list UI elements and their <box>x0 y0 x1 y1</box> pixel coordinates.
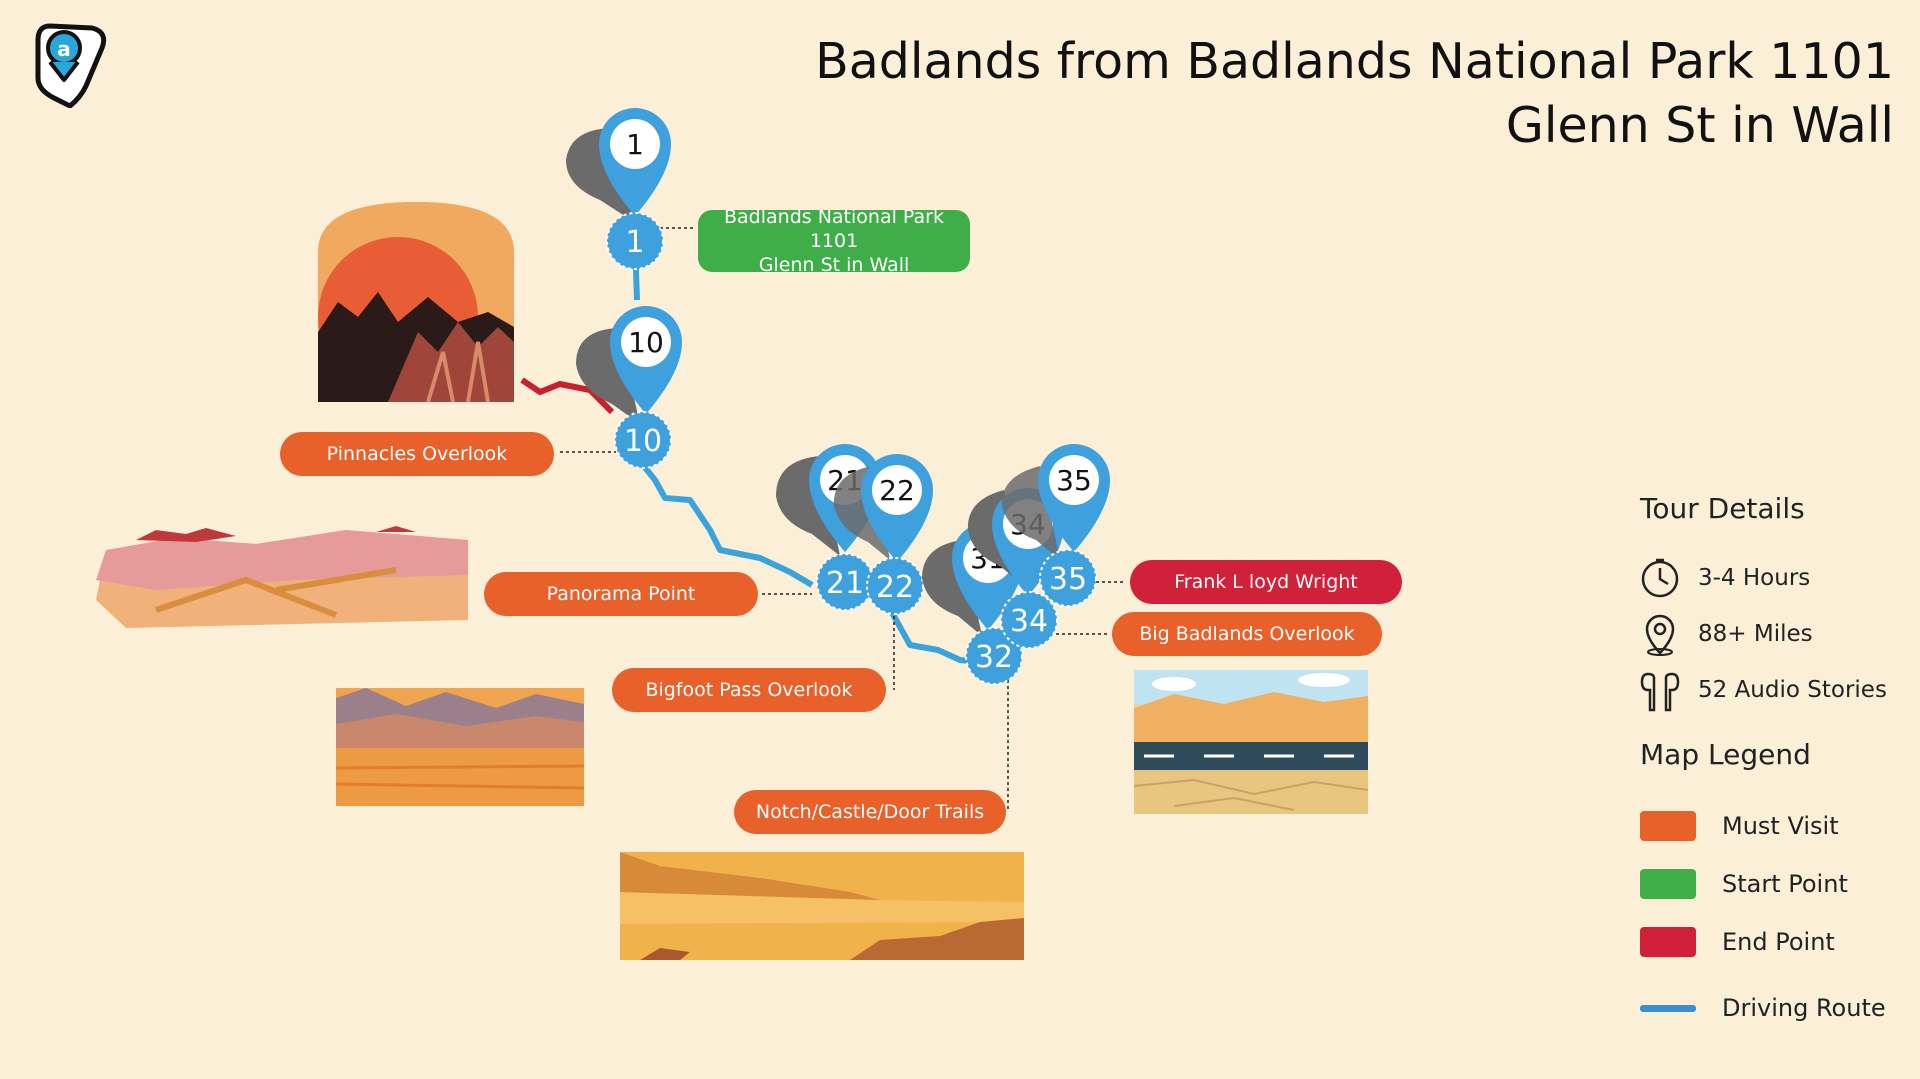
pin-32[interactable]: 32 <box>965 627 1023 685</box>
stop-10-number: 10 <box>624 424 662 459</box>
page-title: Badlands from Badlands National Park 110… <box>815 30 1894 158</box>
pin-1[interactable]: 1 1 <box>566 108 671 270</box>
pin-35[interactable]: 35 35 <box>1001 444 1110 607</box>
legend-driving-route-label: Driving Route <box>1722 994 1886 1022</box>
stop-22-number: 22 <box>876 570 914 605</box>
stories-text: 52 Audio Stories <box>1698 677 1887 703</box>
clock-icon <box>1641 558 1679 598</box>
stop-label-35-text: Frank L loyd Wright <box>1174 571 1358 593</box>
legend-must-visit-label: Must Visit <box>1722 812 1839 840</box>
tour-details-heading: Tour Details <box>1640 492 1805 525</box>
legend-driving-route: Driving Route <box>1640 990 1886 1026</box>
desert-road-illustration <box>1134 670 1368 814</box>
stop-label-34[interactable]: Big Badlands Overlook <box>1112 612 1382 656</box>
legend-end-point: End Point <box>1640 924 1835 960</box>
stop-label-1[interactable]: Badlands National Park 1101 Glenn St in … <box>698 206 970 276</box>
stop-32-number: 32 <box>975 640 1013 675</box>
stop-label-32-text: Notch/Castle/Door Trails <box>755 801 985 823</box>
stop-1-number: 1 <box>625 225 644 260</box>
driving-route-swatch <box>1640 1004 1696 1012</box>
pin-22-number: 22 <box>879 474 915 507</box>
end-point-swatch <box>1640 927 1696 957</box>
distance-row: 88+ Miles <box>1640 612 1813 656</box>
duration-row: 3-4 Hours <box>1640 556 1810 600</box>
pin-1-number: 1 <box>626 128 644 161</box>
svg-text:a: a <box>57 37 71 61</box>
earbuds-icon <box>1640 672 1680 712</box>
legend-start-point: Start Point <box>1640 866 1848 902</box>
stop-label-21-text: Panorama Point <box>546 583 696 605</box>
driving-route-red-segment <box>520 377 615 415</box>
map-legend-heading: Map Legend <box>1640 738 1811 771</box>
stop-34-number: 34 <box>1010 604 1048 639</box>
stories-row: 52 Audio Stories <box>1640 668 1887 712</box>
stop-35-number: 35 <box>1049 562 1087 597</box>
duration-text: 3-4 Hours <box>1698 565 1811 591</box>
pin-35-number: 35 <box>1056 464 1092 497</box>
title-line-1: Badlands from Badlands National Park 110… <box>815 33 1894 90</box>
stop-label-1-line-1: Badlands National Park 1101 <box>724 206 944 252</box>
must-visit-swatch <box>1640 811 1696 841</box>
stop-label-1-line-2: Glenn St in Wall <box>758 254 910 276</box>
stop-21-number: 21 <box>826 566 864 601</box>
stop-label-22[interactable]: Bigfoot Pass Overlook <box>612 668 886 712</box>
legend-end-point-label: End Point <box>1722 928 1835 956</box>
desert-mountains-illustration <box>336 688 584 806</box>
cliff-desert-illustration <box>620 852 1024 960</box>
pin-10[interactable]: 10 10 <box>576 306 682 469</box>
legend-must-visit: Must Visit <box>1640 808 1839 844</box>
pink-badlands-illustration <box>96 526 468 628</box>
stop-label-34-text: Big Badlands Overlook <box>1139 623 1355 645</box>
location-pin-icon <box>1645 614 1675 656</box>
sunset-canyon-illustration <box>318 202 514 402</box>
stop-label-10-text: Pinnacles Overlook <box>326 443 508 465</box>
pin-22[interactable]: 22 22 <box>833 454 933 615</box>
pin-10-number: 10 <box>628 326 664 359</box>
app-logo-icon[interactable]: a <box>30 18 110 108</box>
stop-label-22-text: Bigfoot Pass Overlook <box>645 679 853 701</box>
stop-label-35[interactable]: Frank L loyd Wright <box>1130 560 1402 604</box>
start-point-swatch <box>1640 869 1696 899</box>
legend-start-point-label: Start Point <box>1722 870 1848 898</box>
stop-label-10[interactable]: Pinnacles Overlook <box>280 432 554 476</box>
stop-label-21[interactable]: Panorama Point <box>484 572 758 616</box>
distance-text: 88+ Miles <box>1698 621 1813 647</box>
title-line-2: Glenn St in Wall <box>1505 97 1894 154</box>
stop-label-32[interactable]: Notch/Castle/Door Trails <box>734 790 1006 834</box>
